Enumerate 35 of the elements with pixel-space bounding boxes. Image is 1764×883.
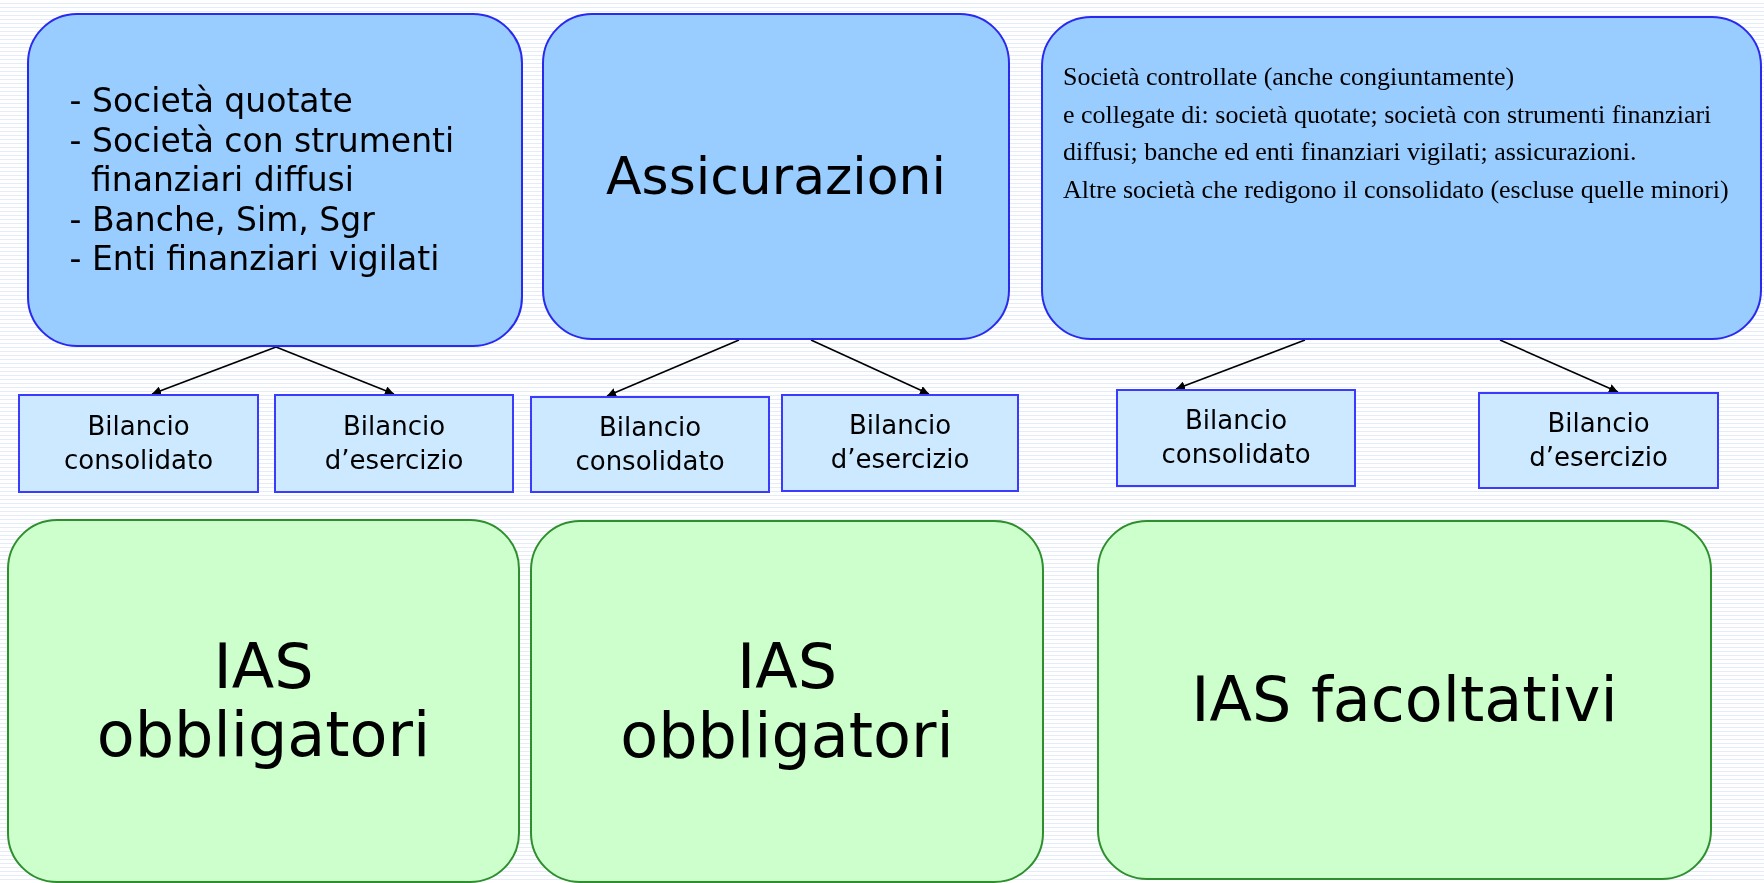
label-box [1116, 389, 1356, 487]
arrow [275, 346, 395, 395]
box-title: IAS obbligatori [619, 633, 955, 770]
list-item: - Società con strumenti finanziari diffusi [68, 120, 456, 200]
label-box [274, 394, 514, 493]
box-title: Assicurazioni [605, 145, 947, 208]
arrow [1175, 339, 1306, 390]
rounded-box [542, 13, 1010, 340]
rounded-box [1041, 16, 1762, 340]
arrow [606, 339, 740, 397]
box-label: Bilancio d’esercizio [829, 409, 971, 476]
label-box [18, 394, 259, 493]
box-paragraph: Società controllate (anche congiuntamente) [1063, 61, 1516, 93]
box-label: Bilancio consolidato [574, 410, 726, 478]
rounded-box [1097, 520, 1712, 880]
rounded-box [7, 519, 520, 883]
label-box [781, 394, 1019, 492]
box-label: Bilancio d’esercizio [1528, 406, 1669, 474]
list-item: - Società quotate [68, 81, 354, 121]
list-item: - Banche, Sim, Sgr [68, 199, 376, 240]
list-item: - Enti finanziari vigilati [68, 239, 441, 279]
label-box [1478, 392, 1719, 489]
box-paragraph: Altre società che redigono il consolidato (escluse quelle minori) [1063, 174, 1730, 207]
box-label: Bilancio consolidato [62, 409, 215, 477]
box-label: Bilancio d’esercizio [323, 409, 465, 477]
label-box [530, 396, 770, 493]
box-title: IAS obbligatori [95, 632, 432, 770]
arrow [810, 339, 930, 395]
arrow [1499, 339, 1619, 393]
box-label: Bilancio consolidato [1160, 404, 1312, 471]
rounded-box [530, 520, 1044, 883]
box-title: IAS facoltativi [1190, 665, 1619, 735]
box-paragraph: e collegate di: società quotate; società con strumenti finanziari diffusi; banche ed enti finanziari vigilati; assicurazioni. [1063, 98, 1713, 169]
arrow [151, 346, 277, 395]
rounded-box [27, 13, 523, 347]
